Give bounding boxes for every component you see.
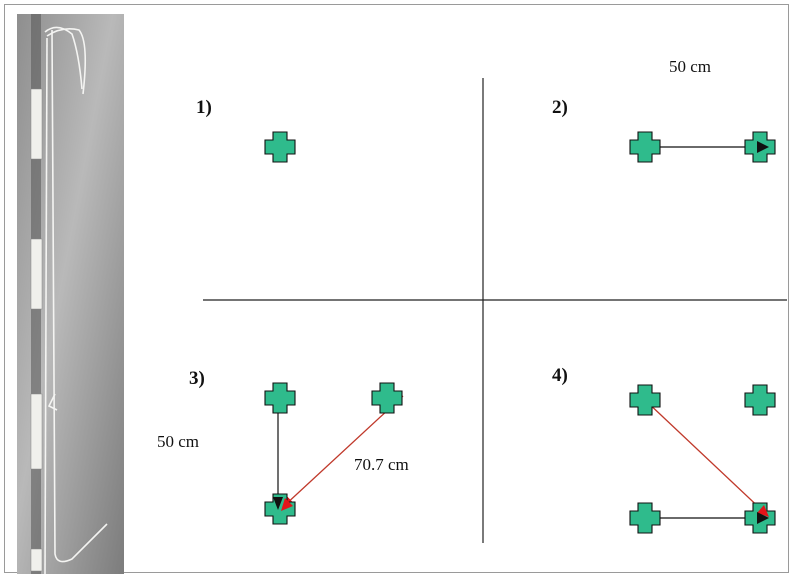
panel-2-number: 2) [552, 97, 568, 118]
panel-3-vertical-label: 50 cm [157, 432, 200, 451]
arrowhead-panel3-vertical [273, 497, 283, 510]
cross-marker [629, 131, 661, 163]
rope [44, 26, 108, 574]
panel-3-diagonal-label: 70.7 cm [354, 455, 409, 474]
tape-segments [30, 88, 43, 572]
arrowhead-panel4-horizontal [757, 512, 769, 524]
panel-3-number: 3) [189, 368, 205, 389]
figure-frame [4, 4, 789, 573]
panel-1-number: 1) [196, 97, 212, 118]
arrow-panel4-diagonal [644, 399, 769, 517]
cross-marker [371, 382, 403, 414]
rope-photo [17, 14, 124, 574]
panel-2-distance-label: 50 cm [669, 57, 712, 76]
cross-marker [744, 384, 776, 416]
cross-marker [264, 131, 296, 163]
arrowhead-panel3-diagonal [281, 498, 293, 511]
panel-4-number: 4) [552, 365, 568, 386]
cross-marker [264, 382, 296, 414]
cross-marker [629, 502, 661, 534]
arrowhead-panel2 [757, 141, 769, 153]
arrow-panel3-diagonal [281, 395, 404, 509]
